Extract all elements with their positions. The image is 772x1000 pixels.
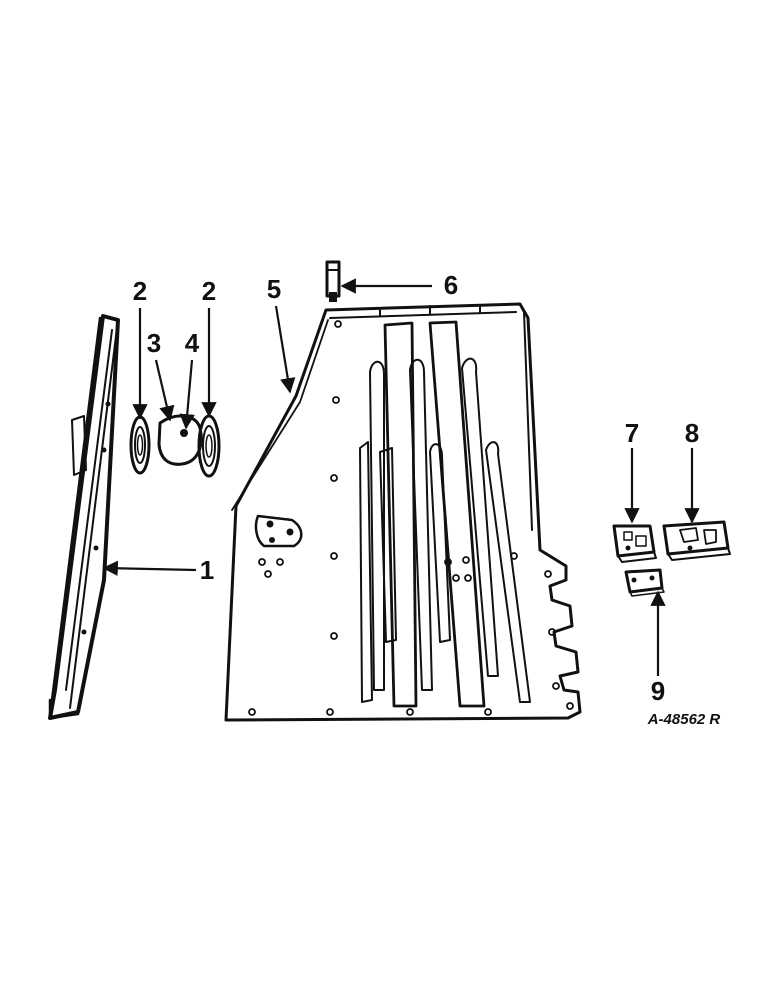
callout-5: 5 <box>267 274 281 304</box>
part-9-clip <box>624 568 665 597</box>
part-6-pin <box>325 260 341 302</box>
callout-1: 1 <box>200 555 214 585</box>
callout-labels: 1 2 2 3 4 5 6 7 8 9 <box>133 270 699 706</box>
callout-6: 6 <box>444 270 458 300</box>
callout-9: 9 <box>651 676 665 706</box>
callout-3: 3 <box>147 328 161 358</box>
leader-lines <box>102 278 700 676</box>
part-1-panel <box>48 314 120 720</box>
part-7-bracket <box>612 524 657 563</box>
callout-2-right: 2 <box>202 276 216 306</box>
part-2-ring-right <box>197 414 221 478</box>
part-8-bracket <box>662 520 731 561</box>
part-3-lens <box>157 414 203 466</box>
callout-4: 4 <box>185 328 200 358</box>
drawing-number: A-48562 R <box>647 711 721 728</box>
callout-2-left: 2 <box>133 276 147 306</box>
part-5-side-sheet <box>224 260 582 722</box>
part-2-ring-left <box>129 415 151 475</box>
sheet-holes <box>248 320 574 716</box>
callout-7: 7 <box>625 418 639 448</box>
callout-8: 8 <box>685 418 699 448</box>
sheet-slots <box>359 320 531 708</box>
